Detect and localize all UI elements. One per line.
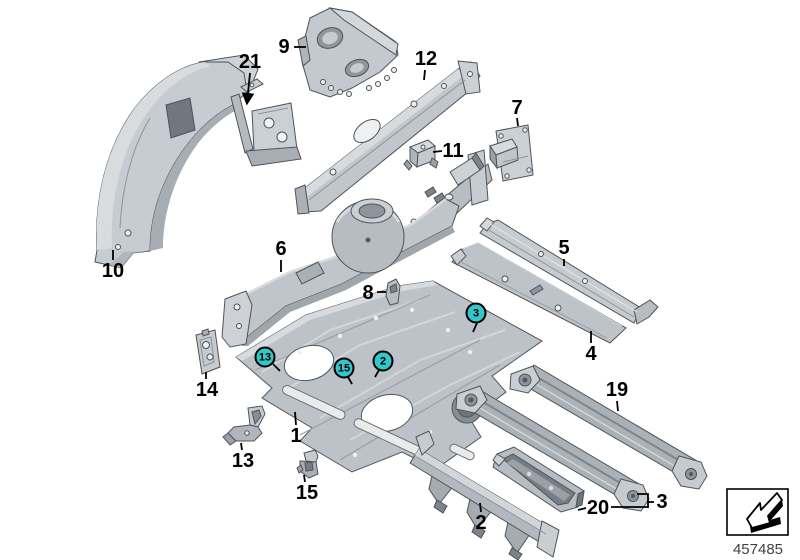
callout-3[interactable]: 3 bbox=[656, 491, 668, 513]
part-13-angle-bracket bbox=[222, 405, 266, 446]
callout-4[interactable]: 4 bbox=[585, 343, 597, 365]
part-2-support-rail bbox=[409, 430, 560, 560]
part-7-support-bracket bbox=[489, 124, 534, 182]
part-9-wheelhouse-bracket bbox=[297, 7, 399, 98]
callout-14[interactable]: 14 bbox=[195, 379, 219, 401]
callout-21[interactable]: 21 bbox=[238, 51, 262, 73]
callout-13[interactable]: 13 bbox=[231, 450, 255, 472]
marker-3[interactable]: 3 bbox=[465, 302, 487, 324]
part-14-mounting-plate bbox=[195, 328, 221, 375]
callout-6[interactable]: 6 bbox=[275, 238, 287, 260]
diagram-view-box bbox=[726, 488, 789, 536]
callout-1[interactable]: 1 bbox=[290, 425, 302, 447]
callout-11[interactable]: 11 bbox=[442, 140, 464, 162]
part-8-clip-bracket bbox=[385, 278, 401, 306]
direction-arrow-icon bbox=[746, 492, 783, 533]
part-4-floor-strip bbox=[450, 242, 627, 344]
callout-10[interactable]: 10 bbox=[101, 260, 125, 282]
callout-5[interactable]: 5 bbox=[558, 237, 570, 259]
part-3-cross-rail bbox=[455, 385, 650, 512]
part-11-box-bracket bbox=[403, 139, 439, 171]
callout-12[interactable]: 12 bbox=[414, 48, 438, 70]
part-20-channel bbox=[492, 446, 585, 513]
part-15-hook-bracket bbox=[296, 449, 319, 479]
part-19-cross-rail bbox=[509, 364, 708, 490]
callout-9[interactable]: 9 bbox=[278, 36, 290, 58]
callout-15[interactable]: 15 bbox=[295, 482, 319, 504]
part-12-side-member-rail bbox=[294, 60, 481, 215]
part-21-clip-and-bracket bbox=[230, 78, 302, 167]
part-1-trunk-floor-panel bbox=[235, 280, 543, 473]
callout-8[interactable]: 8 bbox=[362, 282, 374, 304]
callout-19[interactable]: 19 bbox=[605, 379, 629, 401]
callout-20[interactable]: 20 bbox=[586, 497, 610, 519]
marker-15[interactable]: 15 bbox=[333, 357, 355, 379]
part-5-rail-strip bbox=[479, 217, 659, 325]
part-6-rear-member-assembly bbox=[221, 197, 460, 348]
callout-7[interactable]: 7 bbox=[511, 97, 523, 119]
marker-13[interactable]: 13 bbox=[254, 346, 276, 368]
callout-2[interactable]: 2 bbox=[475, 512, 487, 534]
diagram-number: 457485 bbox=[732, 541, 784, 558]
marker-2[interactable]: 2 bbox=[372, 350, 394, 372]
part-10-rear-wheelhouse bbox=[94, 54, 259, 269]
